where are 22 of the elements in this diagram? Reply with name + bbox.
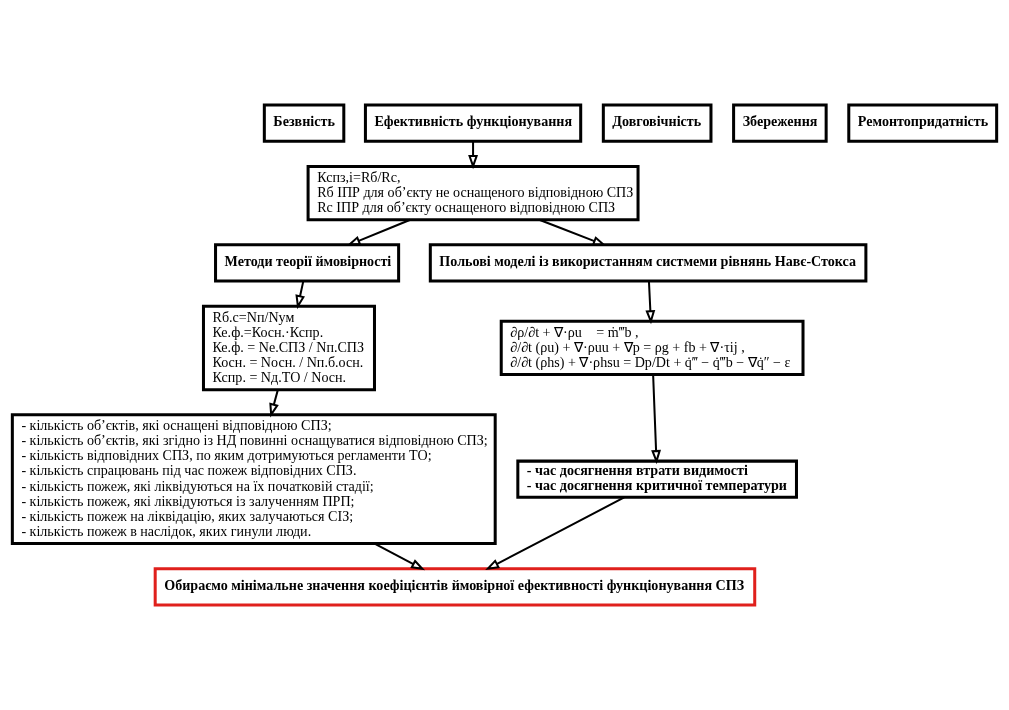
node-box: Ефективність функціонування xyxy=(363,103,583,143)
node-box: - кількість об’єктів, які оснащені відповідною СПЗ; - кількість об’єктів, які згідно із НД повинні оснащуватися відповідною СПЗ; - кількість відповідних СПЗ, по яким дотримуються регламенти ТО; - кількість спрацювань під час пожеж відповідних СПЗ. - кількість пожеж, які ліквідуються на їх початковій стадії; - кількість пожеж, які ліквідуються із залученням ПРП; - кількість пожеж на ліквідацію, яких залучаються СІЗ; - кількість пожеж в наслідок, яких гинули люди. xyxy=(10,413,497,546)
node-box: ∂ρ/∂t + ∇·ρu⃗ = ṁ‴b , ∂/∂t (ρu) + ∇·ρuu + ∇p = ρg + fb + ∇·τij , ∂/∂t (ρhs) + ∇·ρhsu = Dp/Dt + q̇‴ − q̇‴b − ∇q̇″ − ε xyxy=(499,319,805,377)
node-box: Обираємо мінімальне значення коефіцієнтів ймовірної ефективності функціонування СПЗ xyxy=(153,567,757,607)
node-box: - час досягнення втрати видимості - час досягнення критичної температури xyxy=(516,459,798,499)
node-box: Польові моделі із використанням систмеми рівнянь Навє-Стокса xyxy=(428,243,868,283)
arrow xyxy=(374,542,426,571)
arrow xyxy=(346,218,411,246)
arrow xyxy=(538,218,607,246)
node-box: Довговічність xyxy=(601,103,713,143)
arrow xyxy=(468,141,478,170)
arrow xyxy=(485,496,625,571)
node-box: Безвність xyxy=(262,103,346,143)
node-box: Ремонтопридатність xyxy=(847,103,999,143)
node-box: Rб.с=Nп/Nум Ке.ф.=Косн.·Кспр. Ке.ф. = Nе.СПЗ / Nп.СПЗ Косн. = Nосн. / Nп.б.осн. Кспр. = Nд.ТО / Nосн. xyxy=(201,304,376,392)
node-box: Кспз,і=Rб/Rс, Rб ІПР для об’єкту не оснащеного відповідною СПЗ Rс ІПР для об’єкту оснащеного відповідною СПЗ xyxy=(306,164,640,222)
arrow xyxy=(645,281,656,325)
node-box: Збереження xyxy=(732,103,828,143)
node-box: Методи теорії ймовірності xyxy=(214,243,401,283)
arrow xyxy=(651,374,661,465)
arrow xyxy=(295,280,306,310)
arrow xyxy=(269,389,279,418)
